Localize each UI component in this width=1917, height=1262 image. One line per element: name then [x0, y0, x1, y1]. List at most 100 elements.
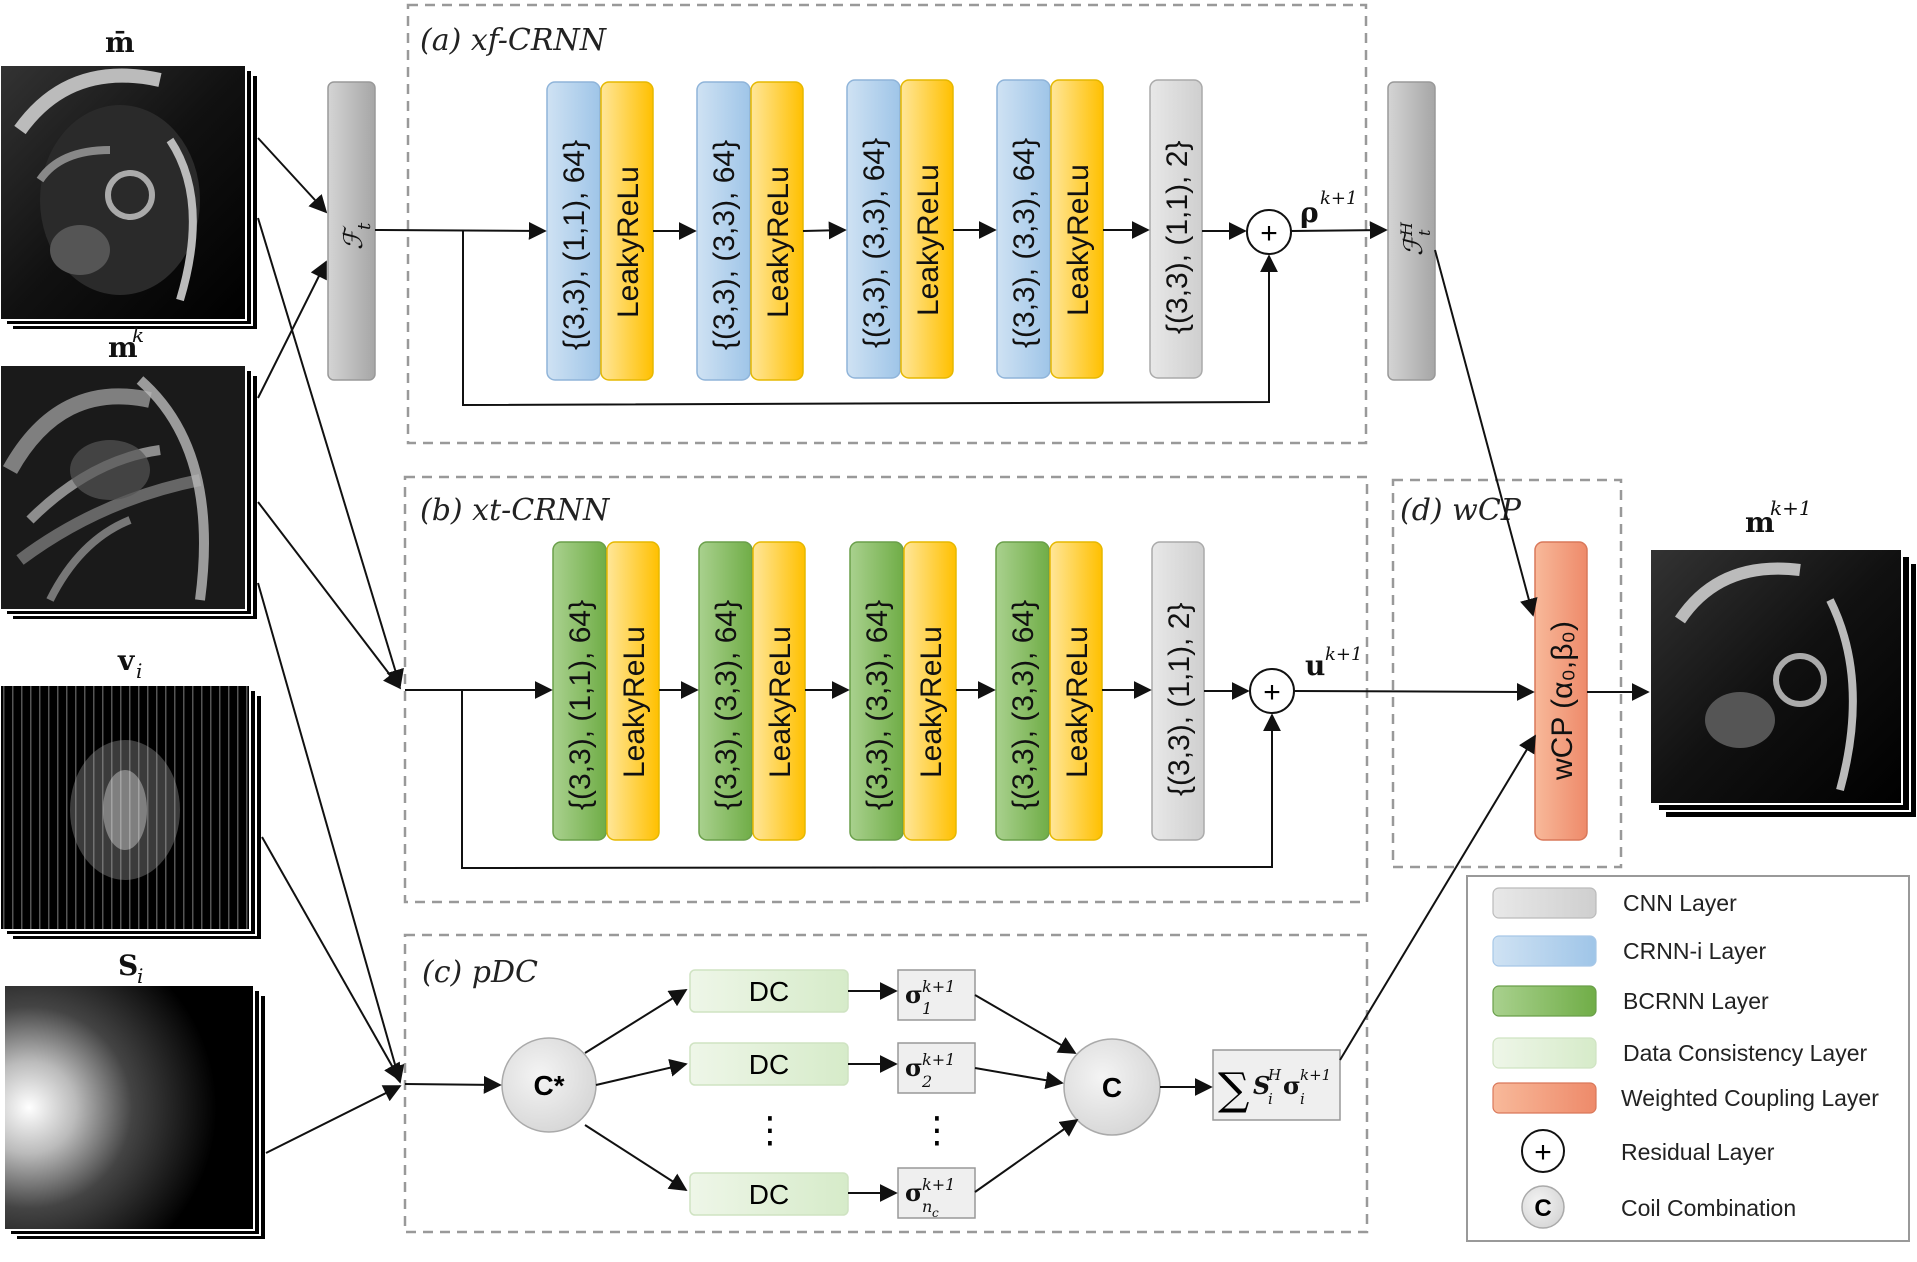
svg-text:k: k	[132, 323, 144, 347]
sigma-label-2: σ k+1 2	[905, 1050, 955, 1091]
svg-text:n: n	[922, 1197, 932, 1216]
rho-output-label: ρ k+1	[1300, 188, 1357, 229]
b-cnn-final-label: {(3,3), (1,1), 2}	[1163, 603, 1196, 796]
panel-a-frame	[406, 3, 1368, 445]
b-bcrnn-layer-3	[849, 541, 904, 841]
residual-a	[1246, 209, 1292, 255]
legend-residual-symbol: +	[1534, 1136, 1552, 1169]
legend-label-bcrnn: BCRNN Layer	[1623, 988, 1769, 1014]
legend-swatch-dc	[1492, 1037, 1597, 1069]
a-cnn-final-label: {(3,3), (1,1), 2}	[1161, 141, 1194, 334]
sum-box	[1212, 1049, 1341, 1121]
svg-text:1: 1	[922, 999, 932, 1018]
svg-text:i: i	[136, 659, 142, 683]
svg-text:i: i	[1268, 1090, 1273, 1108]
panel-d-title: (d) wCP	[1400, 493, 1522, 528]
legend: CNN Layer CRNN-i Layer BCRNN Layer Data …	[1466, 875, 1910, 1242]
b-bcrnn-layer-1	[552, 541, 607, 841]
b-leaky-label-1: LeakyReLu	[618, 626, 651, 778]
svg-text:σ: σ	[1283, 1071, 1301, 1100]
residual-a-symbol: +	[1260, 217, 1278, 250]
svg-text:H: H	[1267, 1066, 1282, 1084]
sigma-box-3	[897, 1167, 976, 1219]
coil-star-label: C*	[533, 1070, 564, 1101]
svg-text:σ: σ	[905, 1053, 923, 1082]
svg-text:k+1: k+1	[922, 977, 955, 996]
label-v-i: v i	[117, 644, 142, 683]
legend-residual-icon	[1521, 1129, 1565, 1173]
image-m-k1	[1649, 548, 1917, 819]
a-crnn-layer-1	[546, 81, 601, 381]
sum-label: ∑ S H i σ k+1 i	[1218, 1064, 1331, 1115]
label-m-bar: m̄	[105, 26, 135, 59]
panel-b-layers: {(3,3), (1,1), 64} LeakyReLu {(3,3), (3,…	[552, 541, 1205, 841]
svg-text:k+1: k+1	[922, 1050, 955, 1069]
svg-text:2: 2	[921, 1072, 932, 1091]
svg-text:S: S	[118, 949, 138, 982]
dc-ellipsis: ⋮	[752, 1109, 788, 1150]
b-bcrnn-label-4: {(3,3), (3,3), 64}	[1007, 600, 1040, 810]
svg-text:t: t	[1415, 229, 1434, 236]
label-output-m: m k+1	[1745, 496, 1812, 539]
svg-text:m: m	[1745, 506, 1775, 539]
b-bcrnn-label-2: {(3,3), (3,3), 64}	[710, 600, 743, 810]
image-s-i	[3, 984, 267, 1241]
panel-a-title: (a) xf-CRNN	[420, 23, 608, 58]
legend-label-wcp: Weighted Coupling Layer	[1621, 1085, 1879, 1111]
fth-block	[1387, 81, 1436, 381]
a-leaky-label-4: LeakyReLu	[1062, 164, 1095, 316]
sigma-label-3: σ k+1 n c	[905, 1175, 955, 1220]
b-leaky-label-4: LeakyReLu	[1061, 626, 1094, 778]
legend-label-crnn: CRNN-i Layer	[1623, 938, 1766, 964]
a-crnn-layer-2	[696, 81, 751, 381]
svg-text:i: i	[137, 964, 143, 988]
a-leaky-label-2: LeakyReLu	[762, 166, 795, 318]
a-crnn-label-2: {(3,3), (3,3), 64}	[708, 140, 741, 350]
legend-swatch-bcrnn	[1492, 985, 1597, 1017]
panel-c-frame	[403, 933, 1369, 1234]
legend-label-coil: Coil Combination	[1621, 1195, 1796, 1221]
b-leaky-label-3: LeakyReLu	[915, 626, 948, 778]
svg-text:i: i	[1300, 1090, 1305, 1108]
label-m-k: m k	[108, 323, 144, 364]
svg-text:k+1: k+1	[1300, 1066, 1331, 1084]
svg-text:t: t	[354, 222, 375, 230]
svg-text:k+1: k+1	[1320, 188, 1357, 209]
a-crnn-label-1: {(3,3), (1,1), 64}	[558, 140, 591, 350]
connectors	[257, 137, 1650, 1202]
dc-label-3: DC	[749, 1179, 789, 1210]
legend-coil-symbol: C	[1534, 1195, 1551, 1222]
legend-swatch-cnn	[1492, 887, 1597, 919]
a-cnn-final-layer	[1149, 79, 1203, 379]
svg-text:H: H	[1397, 221, 1416, 237]
legend-swatch-wcp	[1492, 1082, 1597, 1114]
a-crnn-label-4: {(3,3), (3,3), 64}	[1008, 138, 1041, 348]
b-bcrnn-label-3: {(3,3), (3,3), 64}	[861, 600, 894, 810]
wcp-block-label: wCP (α₀,β₀)	[1546, 621, 1579, 781]
sigma-box-2	[897, 1042, 976, 1094]
input-images	[0, 64, 1917, 1241]
svg-text:k+1: k+1	[1325, 644, 1362, 665]
a-crnn-layer-4	[996, 79, 1051, 379]
svg-text:m: m	[108, 331, 138, 364]
svg-text:σ: σ	[905, 980, 923, 1009]
legend-label-dc: Data Consistency Layer	[1623, 1040, 1868, 1066]
fth-label: ℱ H t	[1397, 221, 1434, 256]
svg-text:u: u	[1305, 649, 1325, 682]
legend-swatch-crnn	[1492, 935, 1597, 967]
svg-text:S: S	[1253, 1071, 1270, 1100]
svg-text:c: c	[932, 1206, 939, 1220]
image-m-bar	[0, 64, 259, 331]
residual-b-symbol: +	[1263, 676, 1281, 709]
dc-label-1: DC	[749, 976, 789, 1007]
svg-text:k+1: k+1	[922, 1175, 955, 1194]
image-m-k	[0, 364, 259, 621]
panel-b-frame	[403, 475, 1369, 904]
panel-a-layers: {(3,3), (1,1), 64} LeakyReLu {(3,3), (3,…	[546, 79, 1203, 381]
panel-c-title: (c) pDC	[422, 955, 538, 990]
a-crnn-label-3: {(3,3), (3,3), 64}	[858, 138, 891, 348]
b-leaky-label-2: LeakyReLu	[764, 626, 797, 778]
sigma-box-1	[897, 969, 976, 1021]
b-bcrnn-label-1: {(3,3), (1,1), 64}	[564, 600, 597, 810]
